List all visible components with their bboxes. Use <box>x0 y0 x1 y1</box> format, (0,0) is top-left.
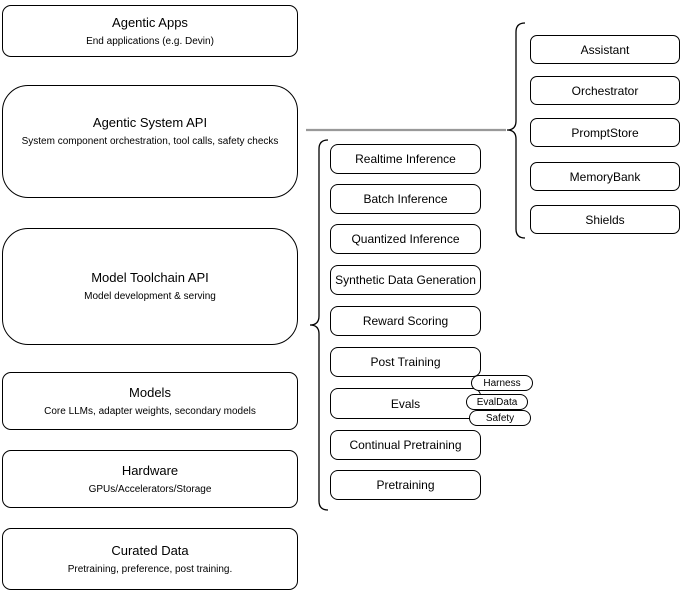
node-label: PromptStore <box>571 125 639 140</box>
node-title: Model Toolchain API <box>91 270 209 285</box>
node-title: Hardware <box>121 462 179 478</box>
node-continual-pretraining: Continual Pretraining <box>330 430 481 460</box>
node-agentic-apps: Agentic Apps End applications (e.g. Devi… <box>2 5 298 57</box>
node-title: Curated Data <box>111 542 189 558</box>
node-curated-data: Curated Data Pretraining, preference, po… <box>2 528 298 590</box>
node-label: Batch Inference <box>363 192 448 206</box>
tag-evaldata: EvalData <box>466 394 528 410</box>
node-label: MemoryBank <box>569 169 641 184</box>
node-post-training: Post Training <box>330 347 481 377</box>
tag-label: Safety <box>485 412 515 424</box>
node-label: Post Training <box>370 355 441 369</box>
node-subtitle: System component orchestration, tool cal… <box>21 136 279 147</box>
node-synthetic-data-generation: Synthetic Data Generation <box>330 265 481 295</box>
node-agentic-system-api: Agentic System API System component orch… <box>2 85 298 198</box>
node-label: Pretraining <box>376 478 435 492</box>
node-title: Models <box>129 384 171 400</box>
node-label: Shields <box>585 212 625 227</box>
node-title: Agentic System API <box>92 115 208 130</box>
node-title: Agentic Apps <box>112 14 188 30</box>
node-model-toolchain-api: Model Toolchain API Model development & … <box>2 228 298 345</box>
node-subtitle: GPUs/Accelerators/Storage <box>88 483 212 495</box>
node-shields: Shields <box>530 205 680 234</box>
node-assistant: Assistant <box>530 35 680 64</box>
node-label: Quantized Inference <box>351 232 460 246</box>
node-label: Evals <box>390 396 421 411</box>
node-label: Assistant <box>580 42 630 57</box>
node-quantized-inference: Quantized Inference <box>330 224 481 254</box>
node-batch-inference: Batch Inference <box>330 184 481 214</box>
node-evals: Evals <box>330 388 481 419</box>
toolchain-curly-brace <box>309 139 329 511</box>
node-subtitle: Core LLMs, adapter weights, secondary mo… <box>44 405 256 417</box>
node-realtime-inference: Realtime Inference <box>330 144 481 174</box>
node-pretraining: Pretraining <box>330 470 481 500</box>
node-memorybank: MemoryBank <box>530 162 680 191</box>
node-orchestrator: Orchestrator <box>530 76 680 105</box>
node-label: Orchestrator <box>571 83 639 98</box>
node-label: Synthetic Data Generation <box>335 273 476 287</box>
tag-harness: Harness <box>471 375 533 391</box>
node-hardware: Hardware GPUs/Accelerators/Storage <box>2 450 298 508</box>
node-subtitle: End applications (e.g. Devin) <box>86 35 214 47</box>
node-label: Continual Pretraining <box>349 438 462 452</box>
system-components-curly-brace <box>506 22 526 239</box>
node-label: Reward Scoring <box>362 314 449 328</box>
tag-safety: Safety <box>469 410 531 426</box>
node-label: Realtime Inference <box>355 152 456 166</box>
node-models: Models Core LLMs, adapter weights, secon… <box>2 372 298 430</box>
node-promptstore: PromptStore <box>530 118 680 147</box>
node-reward-scoring: Reward Scoring <box>330 306 481 336</box>
tag-label: Harness <box>483 377 521 389</box>
node-subtitle: Model development & serving <box>84 291 216 302</box>
tag-label: EvalData <box>476 396 518 408</box>
node-subtitle: Pretraining, preference, post training. <box>67 563 233 575</box>
